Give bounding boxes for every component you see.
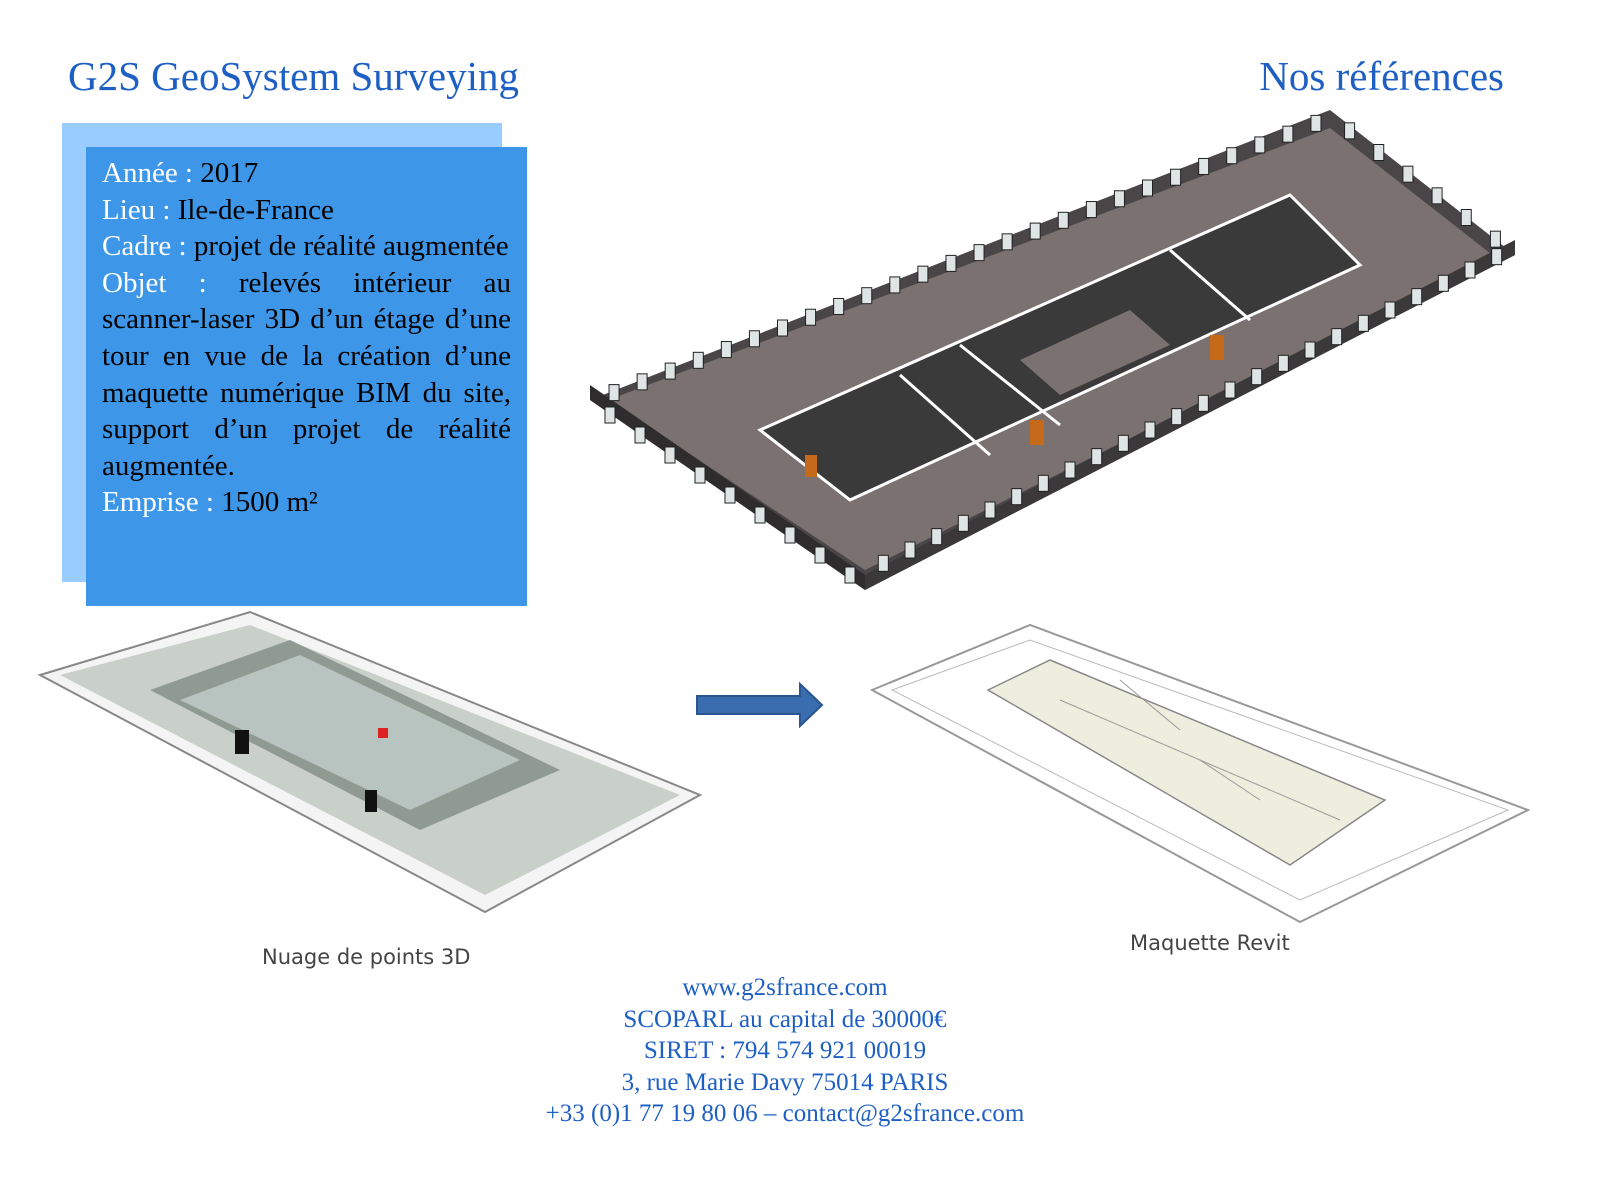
window-mark xyxy=(861,287,873,305)
window-mark xyxy=(814,546,826,564)
window-mark xyxy=(877,554,889,572)
contact: +33 (0)1 77 19 80 06 – contact@g2sfrance… xyxy=(545,1100,1025,1127)
window-mark xyxy=(844,566,856,584)
window-mark xyxy=(1001,233,1013,251)
window-mark xyxy=(636,373,648,391)
window-mark xyxy=(1344,122,1356,140)
window-mark xyxy=(1037,474,1049,492)
place-value: Ile-de-France xyxy=(177,193,334,226)
window-mark xyxy=(1226,147,1238,165)
window-mark xyxy=(1282,125,1294,143)
arrow-icon xyxy=(696,681,824,729)
window-mark xyxy=(1402,165,1414,183)
window-mark xyxy=(1113,190,1125,208)
area-label: Emprise : xyxy=(102,486,214,519)
window-mark xyxy=(973,244,985,262)
window-mark xyxy=(1085,201,1097,219)
window-mark xyxy=(1197,394,1209,412)
revit-model-image xyxy=(869,623,1531,924)
window-mark xyxy=(1460,209,1472,226)
window-mark xyxy=(1373,144,1385,161)
window-mark xyxy=(1117,434,1129,452)
window-mark xyxy=(1431,187,1443,205)
window-mark xyxy=(748,330,760,348)
window-mark xyxy=(777,319,788,337)
point-cloud-caption: Nuage de points 3D xyxy=(262,945,471,969)
window-mark xyxy=(1411,288,1423,306)
object-label: Objet : xyxy=(102,266,207,299)
object-value: relevés intérieur au scanner-laser 3D d’… xyxy=(102,266,511,482)
window-mark xyxy=(1310,114,1322,132)
window-mark xyxy=(694,466,706,484)
window-mark xyxy=(833,297,845,315)
window-mark xyxy=(1224,381,1236,399)
section-title: Nos références xyxy=(1259,53,1504,99)
window-mark xyxy=(1064,461,1076,479)
window-mark xyxy=(1489,230,1501,248)
window-mark xyxy=(1029,222,1041,240)
company-form: SCOPARL au capital de 30000€ xyxy=(623,1005,947,1033)
footer: www.g2sfrance.com SCOPARL au capital de … xyxy=(0,972,1570,1130)
siret: SIRET : 794 574 921 00019 xyxy=(643,1037,927,1064)
window-mark xyxy=(1144,421,1156,439)
window-mark xyxy=(1304,341,1316,359)
window-mark xyxy=(692,351,704,369)
window-mark xyxy=(1331,328,1343,346)
window-mark xyxy=(664,362,676,380)
company-title: G2S GeoSystem Surveying xyxy=(68,53,519,99)
window-mark xyxy=(1142,179,1153,197)
window-mark xyxy=(604,406,616,424)
point-cloud-image xyxy=(37,610,703,914)
window-mark xyxy=(1011,488,1023,506)
window-mark xyxy=(957,514,969,532)
window-mark xyxy=(1198,157,1210,175)
window-mark xyxy=(608,384,620,402)
window-mark xyxy=(1251,368,1263,386)
window-mark xyxy=(1437,274,1449,292)
window-mark xyxy=(889,276,901,294)
window-mark xyxy=(634,426,646,444)
address: 3, rue Marie Davy 75014 PARIS xyxy=(621,1068,949,1096)
year-value: 2017 xyxy=(200,157,259,189)
window-mark xyxy=(917,265,929,283)
window-mark xyxy=(984,501,996,519)
window-mark xyxy=(724,486,736,504)
window-mark xyxy=(754,506,766,524)
window-mark xyxy=(1091,448,1103,466)
window-mark xyxy=(904,541,916,559)
year-label: Année : xyxy=(102,157,193,189)
window-mark xyxy=(1464,261,1476,279)
area-value: 1500 m² xyxy=(221,486,318,519)
window-mark xyxy=(1491,248,1503,266)
window-mark xyxy=(1057,211,1069,229)
window-mark xyxy=(945,254,957,272)
window-mark xyxy=(931,528,943,546)
project-info-text: Année : 2017 Lieu : Ile-de-France Cadre … xyxy=(102,155,511,521)
window-mark xyxy=(1254,136,1266,154)
window-mark xyxy=(1384,301,1396,319)
revit-caption: Maquette Revit xyxy=(1130,931,1290,955)
frame-label: Cadre : xyxy=(102,230,187,263)
website-link[interactable]: www.g2sfrance.com xyxy=(682,974,888,1001)
project-info-box xyxy=(86,147,527,606)
window-mark xyxy=(1277,354,1289,372)
window-mark xyxy=(720,341,732,359)
window-mark xyxy=(1357,314,1369,332)
window-mark xyxy=(784,526,796,544)
window-mark xyxy=(805,308,817,326)
bim-3d-model-image xyxy=(590,110,1515,590)
window-mark xyxy=(664,446,676,464)
place-label: Lieu : xyxy=(102,193,171,226)
window-mark xyxy=(1171,408,1183,426)
window-mark xyxy=(1170,168,1182,186)
frame-value: projet de réalité augmentée xyxy=(193,230,509,263)
